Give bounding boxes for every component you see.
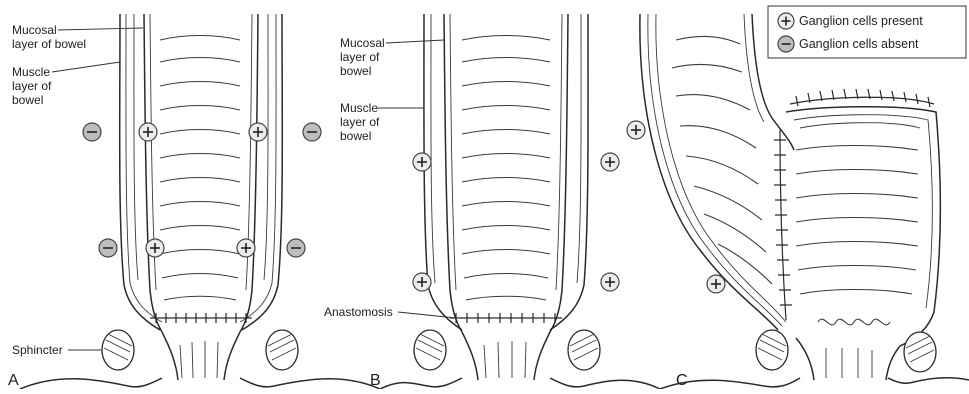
- legend-absent-label: Ganglion cells absent: [799, 37, 919, 51]
- panel-a-sphincter-right: [266, 330, 298, 370]
- panel-a-ganglion-present-2: [249, 123, 267, 141]
- panel-c-bowel: [640, 14, 969, 389]
- svg-text:Muscle: Muscle: [12, 65, 50, 79]
- svg-text:layer of bowel: layer of bowel: [12, 37, 86, 51]
- panel-b: Mucosal layer of bowel Muscle layer of b…: [324, 14, 660, 389]
- panel-c-ganglion-present-2: [707, 275, 725, 293]
- svg-text:bowel: bowel: [340, 64, 371, 78]
- panel-b-anastomosis-label: Anastomosis: [324, 305, 456, 319]
- svg-text:layer of: layer of: [340, 115, 380, 129]
- panel-a-letter: A: [8, 372, 19, 389]
- panel-c-sphincter-right: [904, 332, 936, 372]
- svg-text:Mucosal: Mucosal: [12, 23, 57, 37]
- panel-a-ganglion-absent-4: [287, 239, 305, 257]
- panel-b-folds: [462, 36, 550, 301]
- legend: Ganglion cells present Ganglion cells ab…: [768, 6, 966, 58]
- panel-b-ganglion-present-3: [413, 273, 431, 291]
- svg-text:Muscle: Muscle: [340, 101, 378, 115]
- panel-b-ganglion-present-4: [601, 273, 619, 291]
- svg-text:layer of: layer of: [12, 79, 52, 93]
- panel-a-folds: [160, 36, 240, 301]
- panel-b-sphincter-left: [414, 330, 446, 370]
- panel-a-ganglion-present-1: [139, 123, 157, 141]
- legend-present-icon: [778, 13, 794, 29]
- panel-a-ganglion-absent-1: [83, 123, 101, 141]
- svg-text:layer of: layer of: [340, 50, 380, 64]
- panel-a-bowel: [20, 14, 380, 389]
- panel-a-ganglion-absent-3: [99, 239, 117, 257]
- panel-b-sphincter-right: [568, 330, 600, 370]
- panel-c-ganglion-present-1: [627, 121, 645, 139]
- panel-a: Mucosal layer of bowel Muscle layer of b…: [8, 14, 380, 389]
- svg-text:Sphincter: Sphincter: [12, 343, 63, 357]
- panel-b-ganglion-present-2: [601, 153, 619, 171]
- panel-c: C: [627, 14, 969, 389]
- panel-a-mucosal-label: Mucosal layer of bowel: [12, 23, 143, 51]
- panel-a-ganglion-present-3: [146, 239, 164, 257]
- panel-a-sphincter-label: Sphincter: [12, 343, 102, 357]
- panel-c-letter: C: [676, 372, 688, 389]
- panel-a-sphincter-left: [102, 330, 134, 370]
- svg-text:bowel: bowel: [340, 129, 371, 143]
- panel-b-letter: B: [370, 372, 381, 389]
- panel-b-muscle-label: Muscle layer of bowel: [340, 101, 424, 143]
- panel-c-sphincter-left: [756, 330, 788, 370]
- panel-b-bowel: [380, 14, 660, 389]
- panel-b-ganglion-present-1: [413, 153, 431, 171]
- panel-a-muscle-label: Muscle layer of bowel: [12, 62, 120, 107]
- panel-a-ganglion-present-4: [237, 239, 255, 257]
- panel-a-ganglion-absent-2: [303, 123, 321, 141]
- svg-text:Anastomosis: Anastomosis: [324, 305, 393, 319]
- legend-present-label: Ganglion cells present: [799, 14, 923, 28]
- legend-absent-icon: [778, 36, 794, 52]
- svg-text:Mucosal: Mucosal: [340, 36, 385, 50]
- panel-b-mucosal-label: Mucosal layer of bowel: [340, 36, 444, 78]
- svg-text:bowel: bowel: [12, 93, 43, 107]
